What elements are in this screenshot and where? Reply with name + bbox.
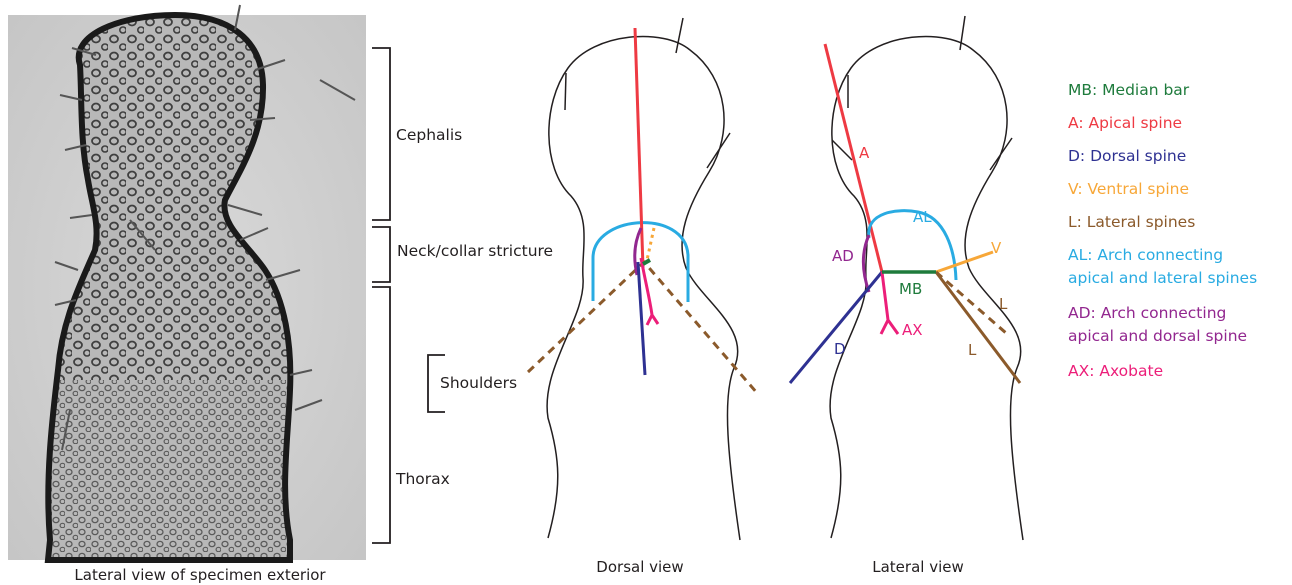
legend-al-line-1: AL: Arch connecting [1068,246,1223,264]
dorsal-spine-right-2 [707,133,730,168]
dorsal-view-diagram: Dorsal view [528,18,757,576]
label-neck: Neck/collar stricture [397,242,553,260]
lateral-lateral-spine [936,272,1020,383]
dorsal-spine-right [676,18,683,53]
specimen-photo: Lateral view of specimen exterior [8,5,366,584]
lateral-axobate [881,272,898,334]
legend-ad-line-2: apical and dorsal spine [1068,327,1247,345]
legend-lateral-spines: L: Lateral spines [1068,213,1195,231]
dorsal-view-caption: Dorsal view [596,558,683,576]
legend: MB: Median bar A: Apical spine D: Dorsal… [1068,81,1257,380]
dorsal-ventral-spine [647,228,654,260]
lateral-outline [830,36,1023,540]
lateral-view-diagram: A AL AD V MB AX D L L Lateral view [790,16,1023,576]
lateral-label-mb: MB [899,280,922,298]
legend-axobate: AX: Axobate [1068,362,1163,380]
bracket-neck [372,227,390,282]
legend-al-line-2: apical and lateral spines [1068,269,1257,287]
bracket-thorax [372,287,390,543]
lateral-label-ax: AX [902,321,923,339]
legend-ad-line-1: AD: Arch connecting [1068,304,1226,322]
lateral-label-d: D [834,340,846,358]
lateral-view-caption: Lateral view [872,558,964,576]
lateral-ventral-spine [936,252,993,272]
legend-dorsal-spine: D: Dorsal spine [1068,147,1186,165]
legend-median-bar: MB: Median bar [1068,81,1190,99]
lateral-apical-spine [825,44,882,272]
label-thorax: Thorax [395,470,450,488]
label-shoulders: Shoulders [440,374,517,392]
legend-ventral-spine: V: Ventral spine [1068,180,1189,198]
lateral-label-ad: AD [832,247,854,265]
lateral-label-l-upper: L [999,295,1008,313]
lateral-label-l-lower: L [968,341,977,359]
label-cephalis: Cephalis [396,126,462,144]
lateral-dorsal-spine [790,272,882,383]
legend-apical-spine: A: Apical spine [1068,114,1182,132]
specimen-body [40,10,300,570]
lateral-spine-right-2 [990,138,1012,170]
lateral-lateral-spine-dashed [936,272,1006,333]
lateral-label-v: V [991,239,1002,257]
dorsal-spine-left [565,73,566,110]
bracket-cephalis [372,48,390,220]
region-brackets [372,48,445,543]
photo-caption: Lateral view of specimen exterior [74,566,326,584]
lateral-label-a: A [859,144,870,162]
dorsal-outline [547,36,740,540]
lateral-label-al: AL [913,208,932,226]
